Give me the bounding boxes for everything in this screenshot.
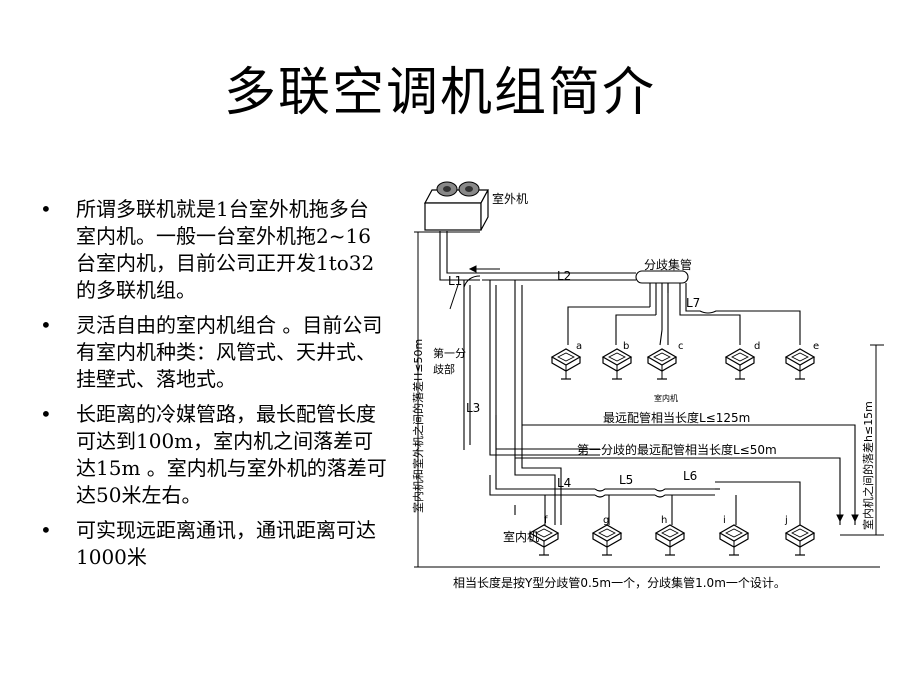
- indoor-unit-icon: [785, 524, 815, 556]
- indoor-unit-icon: [655, 524, 685, 556]
- bullet-dot: •: [40, 518, 52, 542]
- indoor-unit-letter: d: [754, 341, 760, 352]
- header-label: 分歧集管: [644, 257, 692, 272]
- indoor-unit-letter: c: [678, 341, 684, 352]
- pipe-label: L7: [686, 296, 700, 310]
- bullet-text: 所谓多联机就是1台室外机拖多台室内机。一般一台室外机拖2~16台室内机，目前公司…: [76, 197, 375, 302]
- pipe-label: L4: [557, 476, 571, 490]
- max-length-label: 最远配管相当长度L≤125m: [603, 410, 750, 425]
- indoor-unit-letter: h: [661, 515, 667, 526]
- piping-diagram: 室外机: [411, 181, 884, 590]
- indoor-unit-icon: [719, 524, 749, 556]
- first-branch-label: 歧部: [433, 362, 455, 376]
- indoor-unit-letter: j: [784, 515, 788, 526]
- bullet-text: 长距离的冷媒管路，最长配管长度可达到100m，室内机之间落差可达15m 。室内机…: [76, 402, 387, 507]
- bullet-item: • 灵活自由的室内机组合 。目前公司有室内机种类：风管式、天井式、挂壁式、落地式。: [38, 312, 388, 393]
- bullet-text: 灵活自由的室内机组合 。目前公司有室内机种类：风管式、天井式、挂壁式、落地式。: [76, 313, 383, 391]
- indoor-unit-icon: [551, 348, 581, 380]
- outdoor-unit-label: 室外机: [492, 191, 528, 206]
- height-outdoor-label: 室内机和室外机之间的落差H≤50m: [411, 339, 425, 513]
- bullet-item: • 所谓多联机就是1台室外机拖多台室内机。一般一台室外机拖2~16台室内机，目前公…: [38, 196, 388, 304]
- indoor-unit-icon: [725, 348, 755, 380]
- page-title: 多联空调机组简介: [223, 63, 656, 123]
- pipe-label: L3: [466, 401, 480, 415]
- indoor-unit-letter: f: [544, 515, 548, 526]
- bullet-dot: •: [40, 197, 52, 221]
- indoor-unit-letter: g: [603, 515, 609, 526]
- pipe-label: L1: [448, 274, 462, 288]
- indoor-unit-letter: a: [576, 341, 582, 352]
- first-branch-label: 第一分: [433, 346, 466, 360]
- bullet-text: 可实现远距离通讯，通讯距离可达1000米: [76, 518, 376, 569]
- indoor-unit-label: 室内机: [503, 529, 539, 544]
- bullet-dot: •: [40, 402, 52, 426]
- indoor-small-label: 室内机: [654, 393, 678, 403]
- first-branch-length-label: 第一分歧的最远配管相当长度L≤50m: [577, 442, 777, 457]
- bullet-item: • 可实现远距离通讯，通讯距离可达1000米: [38, 517, 388, 571]
- footnote: 相当长度是按Y型分歧管0.5m一个，分歧集管1.0m一个设计。: [453, 575, 786, 590]
- outdoor-unit-icon: [423, 181, 490, 231]
- indoor-unit-icon: [785, 348, 815, 380]
- indoor-unit-letter: b: [623, 341, 629, 352]
- pipe-label: L6: [683, 469, 697, 483]
- indoor-unit-letter: i: [723, 515, 726, 526]
- bullet-list: • 所谓多联机就是1台室外机拖多台室内机。一般一台室外机拖2~16台室内机，目前公…: [38, 196, 388, 579]
- pipe-label: L5: [619, 473, 633, 487]
- indoor-unit-icon: [602, 348, 632, 380]
- bullet-dot: •: [40, 313, 52, 337]
- indoor-unit-icon: [647, 348, 677, 380]
- height-indoor-label: 室内机之间的落差h≤15m: [861, 401, 875, 530]
- indoor-unit-letter: e: [813, 341, 819, 352]
- pipe-label: L2: [557, 269, 571, 283]
- indoor-unit-icon: [592, 524, 622, 556]
- bullet-item: • 长距离的冷媒管路，最长配管长度可达到100m，室内机之间落差可达15m 。室内…: [38, 401, 388, 509]
